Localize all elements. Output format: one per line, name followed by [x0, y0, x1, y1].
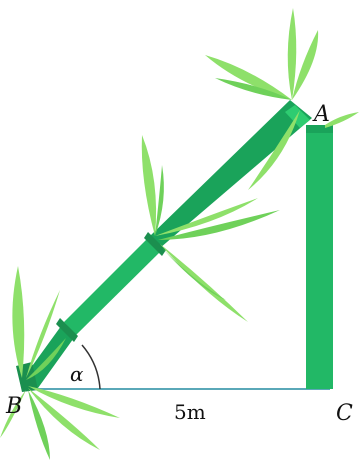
angle-label: α	[70, 362, 84, 386]
base-length-label: 5m	[174, 400, 206, 424]
angle-arc	[81, 344, 101, 390]
leaf	[325, 112, 359, 128]
label-a: A	[312, 102, 330, 127]
label-b: B	[5, 394, 22, 419]
leaves-middle	[141, 135, 280, 322]
upright-bamboo-top	[306, 125, 333, 133]
fallen-bamboo	[16, 100, 312, 392]
leaves-bottom	[0, 266, 120, 460]
label-c: C	[336, 401, 353, 426]
leaves-top	[205, 8, 319, 190]
upright-bamboo	[306, 125, 333, 389]
